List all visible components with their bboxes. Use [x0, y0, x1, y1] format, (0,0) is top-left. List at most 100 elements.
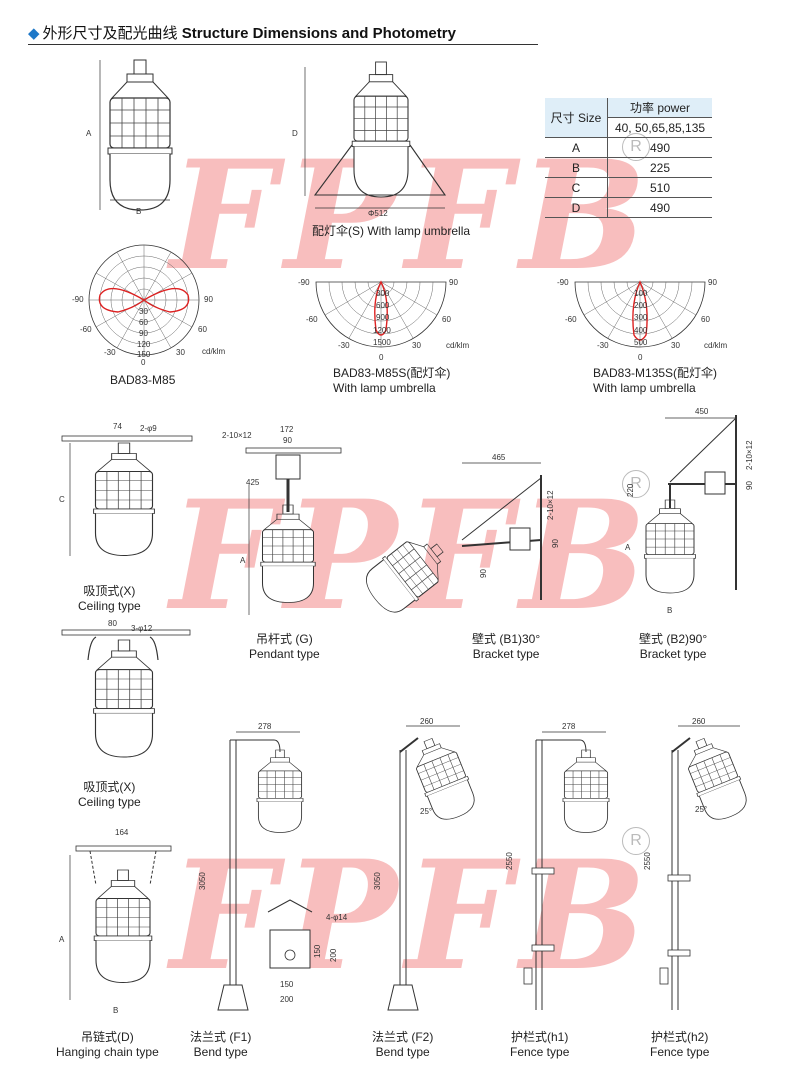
- caption-bracket-b2: 壁式 (B2)90° Bracket type: [639, 632, 708, 661]
- svg-text:4-φ14: 4-φ14: [326, 913, 348, 922]
- power-header: 功率 power: [607, 98, 712, 118]
- svg-text:-90: -90: [298, 278, 310, 287]
- svg-text:1200: 1200: [373, 326, 391, 335]
- svg-text:B: B: [113, 1006, 118, 1015]
- svg-text:200: 200: [280, 995, 294, 1004]
- dim-a-label: A: [86, 129, 92, 138]
- svg-text:465: 465: [492, 453, 506, 462]
- bend-type-f1-drawing: 278 3050: [198, 722, 304, 1011]
- caption-pendant: 吊杆式 (G) Pendant type: [249, 632, 320, 661]
- svg-text:cd/klm: cd/klm: [202, 347, 225, 356]
- svg-text:90: 90: [708, 278, 717, 287]
- svg-text:260: 260: [420, 717, 434, 726]
- svg-text:90: 90: [479, 569, 488, 578]
- pendant-type-drawing: A 2-10×12 172 90 425: [222, 425, 342, 615]
- svg-text:3-φ12: 3-φ12: [131, 624, 153, 633]
- svg-text:0: 0: [379, 353, 384, 362]
- fence-type-h1-drawing: 278 2550: [505, 722, 610, 1010]
- fence-type-h2-drawing: 260 2550 25°: [643, 717, 753, 1010]
- svg-text:300: 300: [634, 313, 648, 322]
- svg-text:150: 150: [313, 944, 322, 958]
- svg-text:150: 150: [137, 350, 151, 359]
- bend-type-f2-drawing: 260 3050 25°: [373, 717, 481, 1011]
- svg-text:-30: -30: [104, 348, 116, 357]
- svg-text:-60: -60: [565, 315, 577, 324]
- watermark: FPFB: [170, 828, 655, 1004]
- caption-m135s: BAD83-M135S(配灯伞) With lamp umbrella: [593, 366, 718, 395]
- power-values: 40, 50,65,85,135: [607, 117, 712, 138]
- svg-text:C: C: [59, 495, 65, 504]
- section-header: ◆外形尺寸及配光曲线 Structure Dimensions and Phot…: [28, 22, 538, 45]
- svg-text:2550: 2550: [505, 852, 514, 870]
- svg-text:cd/klm: cd/klm: [704, 341, 727, 350]
- registered-mark-icon: R: [622, 827, 650, 855]
- ceiling-type-2-drawing: 80 3-φ12: [61, 619, 191, 758]
- lamp-drawing-main: A B: [86, 59, 173, 216]
- svg-text:2-10×12: 2-10×12: [745, 440, 754, 470]
- svg-text:172: 172: [280, 425, 294, 434]
- svg-text:74: 74: [113, 422, 122, 431]
- header-title-cn: 外形尺寸及配光曲线: [42, 25, 178, 42]
- caption-chain: 吊链式(D) Hanging chain type: [56, 1030, 159, 1059]
- svg-text:1500: 1500: [373, 338, 391, 347]
- svg-text:-60: -60: [306, 315, 318, 324]
- caption-m85s: BAD83-M85S(配灯伞) With lamp umbrella: [333, 366, 451, 395]
- polar-chart-m85: -90 90 -60 60 -30 30 0 30 60 90 120 150 …: [72, 244, 225, 367]
- svg-text:30: 30: [139, 307, 148, 316]
- bracket-b1-drawing: 465 2-10×12 90 90: [357, 453, 560, 621]
- svg-text:-60: -60: [80, 325, 92, 334]
- svg-text:60: 60: [139, 318, 148, 327]
- polar-chart-m135s: -90 90 -60 60 -30 30 0 100 200 300 400 5…: [557, 278, 727, 362]
- caption-h2: 护栏式(h2) Fence type: [650, 1030, 710, 1059]
- caption-ceiling-2: 吸顶式(X) Ceiling type: [78, 780, 141, 809]
- svg-text:900: 900: [376, 313, 390, 322]
- size-header: 尺寸 Size: [545, 98, 608, 138]
- hanging-chain-drawing: A 164 B: [59, 828, 172, 1015]
- dim-phi512: Φ512: [368, 209, 388, 218]
- caption-f2: 法兰式 (F2) Bend type: [372, 1030, 434, 1059]
- svg-text:260: 260: [692, 717, 706, 726]
- svg-text:300: 300: [376, 289, 390, 298]
- svg-text:60: 60: [442, 315, 451, 324]
- svg-text:30: 30: [671, 341, 680, 350]
- svg-text:A: A: [240, 556, 246, 565]
- svg-text:80: 80: [108, 619, 117, 628]
- caption-m85: BAD83-M85: [110, 373, 176, 387]
- svg-text:2550: 2550: [643, 852, 652, 870]
- svg-text:0: 0: [638, 353, 643, 362]
- svg-text:30: 30: [412, 341, 421, 350]
- svg-text:A: A: [625, 543, 631, 552]
- svg-text:100: 100: [634, 289, 648, 298]
- ceiling-type-drawing: C 74 2-φ9: [59, 422, 193, 557]
- svg-text:-30: -30: [597, 341, 609, 350]
- svg-text:60: 60: [701, 315, 710, 324]
- svg-text:30: 30: [176, 348, 185, 357]
- svg-text:90: 90: [551, 539, 560, 548]
- svg-text:3050: 3050: [198, 872, 207, 890]
- svg-text:278: 278: [562, 722, 576, 731]
- dim-d-label: D: [292, 129, 298, 138]
- header-title-en: Structure Dimensions and Photometry: [181, 25, 456, 42]
- svg-text:450: 450: [695, 407, 709, 416]
- dim-b-label: B: [136, 207, 141, 216]
- svg-text:90: 90: [283, 436, 292, 445]
- svg-text:200: 200: [329, 948, 338, 962]
- svg-text:3050: 3050: [373, 872, 382, 890]
- svg-text:600: 600: [376, 301, 390, 310]
- svg-text:425: 425: [246, 478, 260, 487]
- svg-text:cd/klm: cd/klm: [446, 341, 469, 350]
- svg-text:164: 164: [115, 828, 129, 837]
- svg-text:200: 200: [634, 301, 648, 310]
- svg-text:90: 90: [204, 295, 213, 304]
- svg-text:90: 90: [449, 278, 458, 287]
- svg-text:2-φ9: 2-φ9: [140, 424, 157, 433]
- svg-text:2-10×12: 2-10×12: [222, 431, 252, 440]
- caption-bracket-b1: 壁式 (B1)30° Bracket type: [472, 632, 541, 661]
- polar-chart-m85s: -90 90 -60 60 -30 30 0 300 600 900 1200 …: [298, 278, 469, 362]
- caption-umbrella: 配灯伞(S) With lamp umbrella: [312, 224, 471, 238]
